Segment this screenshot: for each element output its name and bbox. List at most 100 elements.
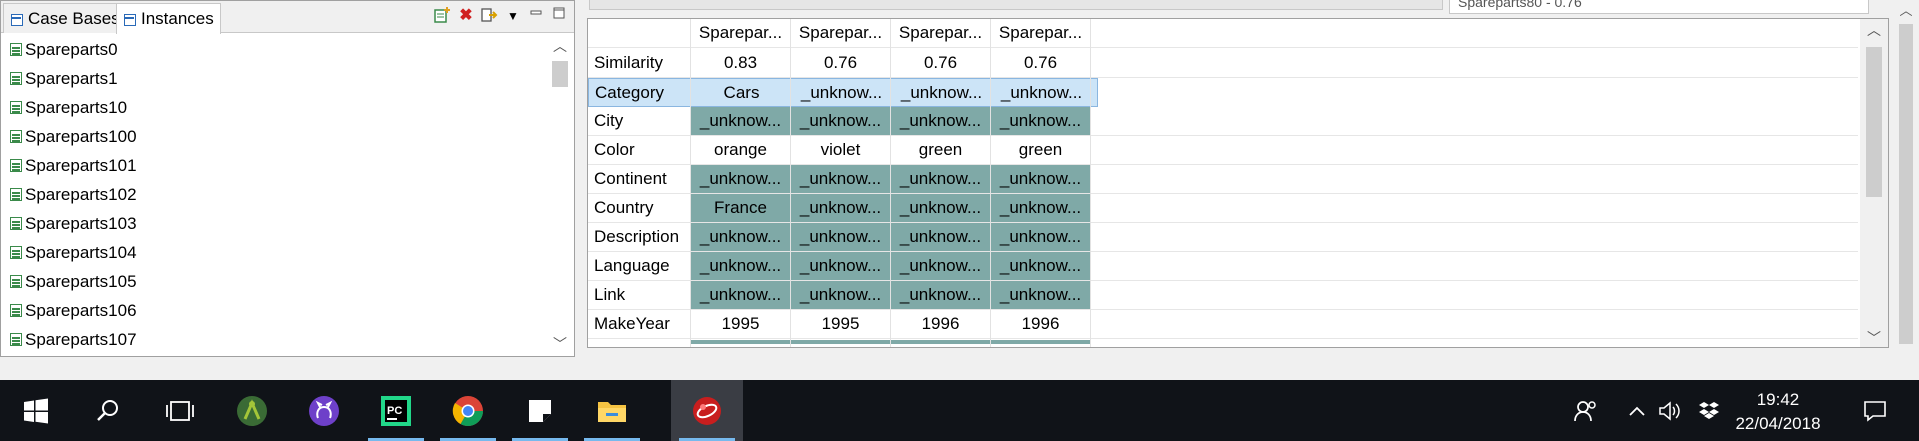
table-cell[interactable]: _unknow... <box>991 222 1090 251</box>
tree-item-instance[interactable]: Spareparts105 <box>1 267 541 296</box>
android-studio-icon[interactable] <box>216 380 288 441</box>
view-menu-icon[interactable]: ▼ <box>507 9 519 23</box>
table-row[interactable]: Link_unknow..._unknow..._unknow..._unkno… <box>588 280 1858 310</box>
table-cell[interactable]: 1996 <box>1021 313 1060 333</box>
chrome-icon[interactable] <box>432 380 504 441</box>
tree-item-instance[interactable]: Spareparts106 <box>1 296 541 325</box>
link-icon[interactable] <box>479 6 499 26</box>
table-cell[interactable]: _unknow... <box>891 164 990 193</box>
tab-case-bases[interactable]: Case Bases <box>3 3 127 33</box>
column-header[interactable]: Sparepar... <box>698 23 783 42</box>
tree-item-instance[interactable]: Spareparts1 <box>1 64 541 93</box>
scroll-up-icon[interactable]: ︿ <box>553 38 567 54</box>
table-row[interactable]: City_unknow..._unknow..._unknow..._unkno… <box>588 106 1858 136</box>
table-cell[interactable]: _unknow... <box>791 280 890 309</box>
action-center-icon[interactable] <box>1855 380 1895 441</box>
table-cell[interactable]: France <box>691 193 790 222</box>
tree-scrollbar[interactable]: ︿ ﹀ <box>546 35 574 355</box>
scroll-down-icon[interactable]: ﹀ <box>553 336 567 352</box>
tab-instances[interactable]: Instances <box>116 3 221 34</box>
people-icon[interactable] <box>1565 380 1605 441</box>
column-header[interactable]: Sparepar... <box>798 23 883 42</box>
table-cell[interactable]: _unknow... <box>991 106 1090 135</box>
table-cell[interactable]: _unknow... <box>991 280 1090 309</box>
github-desktop-icon[interactable] <box>288 380 360 441</box>
search-icon[interactable] <box>72 380 144 441</box>
mycbr-icon[interactable] <box>671 380 743 441</box>
table-cell[interactable]: _unknow... <box>991 164 1090 193</box>
table-cell[interactable]: _unknow... <box>891 106 990 135</box>
table-cell[interactable]: _unknow... <box>1000 82 1083 102</box>
table-cell[interactable]: orange <box>714 139 767 159</box>
start-icon[interactable] <box>0 380 72 441</box>
scrollbar-thumb[interactable] <box>552 61 568 87</box>
show-hidden-icons-chevron[interactable] <box>1622 380 1652 441</box>
table-cell[interactable]: Cars <box>723 82 760 102</box>
table-cell[interactable]: _unknow... <box>691 280 790 309</box>
tree-item-instance[interactable]: Spareparts101 <box>1 151 541 180</box>
table-cell[interactable]: 0.83 <box>723 52 758 72</box>
tree-item-instance[interactable]: Spareparts102 <box>1 180 541 209</box>
add-instance-icon[interactable] <box>432 6 452 26</box>
table-cell[interactable]: _unknow... <box>991 251 1090 280</box>
table-row[interactable]: Description_unknow..._unknow..._unknow..… <box>588 222 1858 252</box>
table-cell[interactable]: _unknow... <box>800 82 883 102</box>
table-cell[interactable]: _unknow... <box>691 222 790 251</box>
table-cell[interactable]: _unknow... <box>791 164 890 193</box>
column-header[interactable]: Sparepar... <box>998 23 1083 42</box>
table-cell[interactable]: 1996 <box>921 313 960 333</box>
scrollbar-thumb[interactable] <box>1866 47 1882 197</box>
scrollbar-thumb[interactable] <box>1899 24 1913 344</box>
outer-scrollbar[interactable]: ︿ <box>1893 0 1919 357</box>
table-cell[interactable]: _unknow... <box>891 193 990 222</box>
tree-item-instance[interactable]: Spareparts104 <box>1 238 541 267</box>
file-explorer-icon[interactable] <box>576 380 648 441</box>
delete-icon[interactable]: ✖ <box>459 7 473 24</box>
table-cell[interactable]: _unknow... <box>891 251 990 280</box>
scroll-up-icon[interactable]: ︿ <box>1867 22 1881 38</box>
table-cell[interactable]: violet <box>820 139 861 159</box>
table-cell[interactable]: _unknow... <box>691 106 790 135</box>
table-cell[interactable]: green <box>918 139 963 159</box>
maximize-icon[interactable] <box>549 6 569 26</box>
system-clock[interactable]: 19:42 22/04/2018 <box>1718 388 1838 436</box>
table-cell[interactable]: 1995 <box>721 313 760 333</box>
tree-item-instance[interactable]: Spareparts10 <box>1 93 541 122</box>
volume-icon[interactable] <box>1655 380 1685 441</box>
table-cell[interactable]: _unknow... <box>891 222 990 251</box>
table-cell[interactable]: _unknow... <box>991 193 1090 222</box>
column-header[interactable]: Sparepar... <box>898 23 983 42</box>
table-cell[interactable]: _unknow... <box>891 280 990 309</box>
table-cell[interactable]: 1995 <box>821 313 860 333</box>
table-cell[interactable]: 0.76 <box>823 52 858 72</box>
table-cell[interactable]: _unknow... <box>691 251 790 280</box>
tree-item-instance[interactable]: Spareparts103 <box>1 209 541 238</box>
table-cell[interactable]: 0.76 <box>1023 52 1058 72</box>
table-cell[interactable]: _unknow... <box>900 82 983 102</box>
minimize-icon[interactable] <box>526 6 546 26</box>
sticky-notes-icon[interactable] <box>504 380 576 441</box>
dropbox-icon[interactable] <box>1694 380 1724 441</box>
scroll-down-icon[interactable]: ﹀ <box>1867 330 1881 346</box>
table-cell[interactable]: green <box>1018 139 1063 159</box>
pycharm-icon[interactable]: PC <box>360 380 432 441</box>
tree-item-instance[interactable]: Spareparts0 <box>1 35 541 64</box>
table-cell[interactable]: 0.76 <box>923 52 958 72</box>
table-cell[interactable]: _unknow... <box>791 106 890 135</box>
table-cell[interactable]: _unknow... <box>791 193 890 222</box>
tree-item-instance[interactable]: Spareparts107 <box>1 325 541 354</box>
task-view-icon[interactable] <box>144 380 216 441</box>
table-row[interactable]: Language_unknow..._unknow..._unknow..._u… <box>588 251 1858 281</box>
table-cell[interactable]: _unknow... <box>791 251 890 280</box>
table-cell[interactable]: _unknow... <box>791 222 890 251</box>
table-cell[interactable]: _unknow... <box>691 164 790 193</box>
scroll-up-icon[interactable]: ︿ <box>1899 3 1913 18</box>
tree-item-instance[interactable]: Spareparts100 <box>1 122 541 151</box>
table-row[interactable]: Continent_unknow..._unknow..._unknow..._… <box>588 164 1858 194</box>
table-scrollbar[interactable]: ︿ ﹀ <box>1860 19 1888 347</box>
